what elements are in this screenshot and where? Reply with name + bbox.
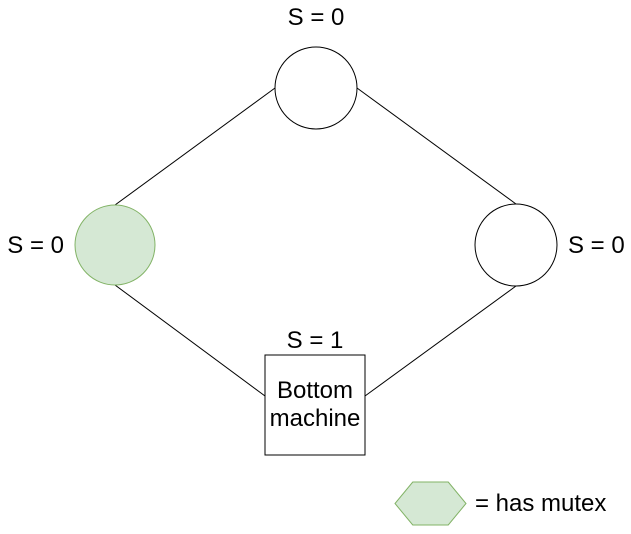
- edge-top-to-left: [114, 87, 276, 206]
- legend-label: = has mutex: [475, 490, 607, 517]
- legend-mutex-hexagon-icon: [394, 481, 467, 526]
- bottom-machine-node-rect: [264, 354, 366, 456]
- edge-right-to-bottom: [364, 285, 517, 397]
- right-node-semaphore-label: S = 0: [568, 232, 625, 259]
- right-machine-node-circle: [474, 203, 558, 287]
- top-machine-node-circle: [274, 46, 358, 130]
- edge-top-to-right: [356, 87, 517, 205]
- left-node-semaphore-label: S = 0: [7, 232, 64, 259]
- bottom-machine-node-label: Bottom machine: [269, 377, 361, 432]
- bottom-node-semaphore-label: S = 1: [286, 327, 344, 354]
- top-node-semaphore-label: S = 0: [287, 4, 345, 31]
- edge-left-to-bottom: [114, 284, 266, 397]
- left-machine-node-circle-has-mutex: [74, 204, 156, 286]
